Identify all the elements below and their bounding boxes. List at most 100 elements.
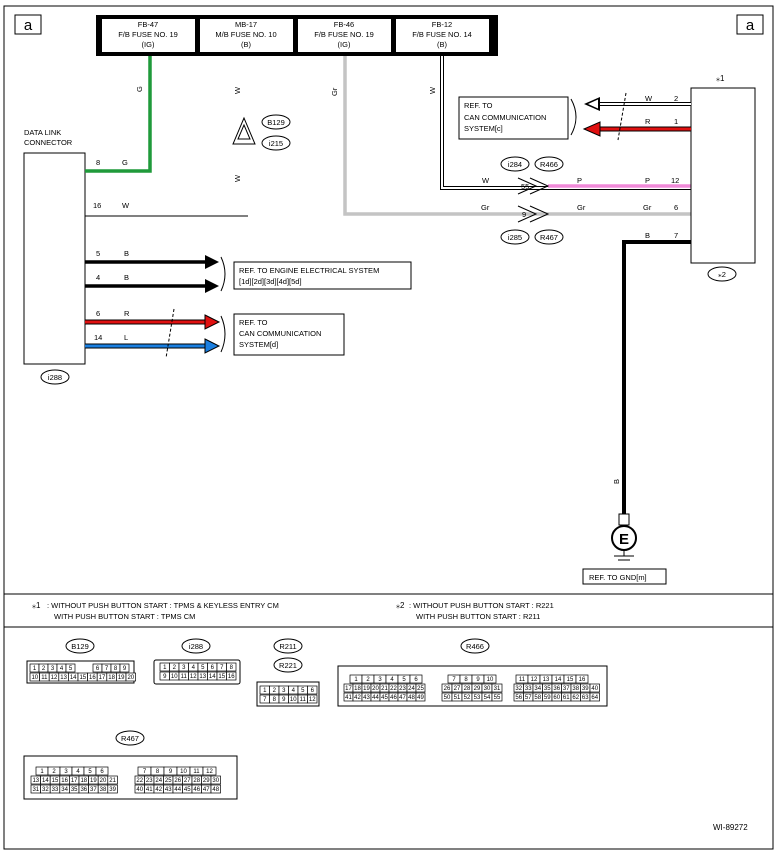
splice-triangle-icon bbox=[232, 116, 256, 145]
r467-pin-label: 15 bbox=[52, 778, 59, 784]
fuse-fb47: FB-47 F/B FUSE NO. 19 (IG) bbox=[118, 20, 178, 49]
r466-pin-label: 38 bbox=[572, 686, 579, 692]
r466-pin-label: 11 bbox=[519, 677, 526, 683]
r467-pin-label: 33 bbox=[52, 787, 59, 793]
b129-pin-label: 6 bbox=[96, 666, 100, 672]
i288-pin-label: 10 bbox=[171, 674, 178, 680]
r467-pin-label: 13 bbox=[32, 778, 39, 784]
r467-pin-label: 31 bbox=[32, 787, 39, 793]
r466-pin-label: 62 bbox=[572, 695, 579, 701]
r466-pin-label: 43 bbox=[363, 695, 370, 701]
r466-pin-label: 16 bbox=[579, 677, 586, 683]
wire-pin8-green: 8 G G bbox=[85, 56, 152, 173]
wire-pin14-blue: 14 L bbox=[85, 333, 221, 354]
connector-tag-i288: i288 bbox=[40, 369, 70, 385]
svg-text:P: P bbox=[645, 176, 650, 185]
r466-pin-label: 26 bbox=[444, 686, 451, 692]
svg-text:6: 6 bbox=[96, 309, 100, 318]
i288-pin-label: 2 bbox=[173, 665, 177, 671]
r466-pin-label: 2 bbox=[366, 677, 370, 683]
r211-pin-label: 3 bbox=[282, 688, 286, 694]
b129-pin-label: 18 bbox=[108, 675, 115, 681]
r467-pin-label: 27 bbox=[184, 778, 191, 784]
svg-text:MB-17: MB-17 bbox=[235, 20, 257, 29]
svg-text:R: R bbox=[124, 309, 130, 318]
b129-pin-label: 3 bbox=[51, 666, 55, 672]
ref-gnd: REF. TO GND[m] bbox=[582, 568, 667, 585]
r466-pin-label: 44 bbox=[372, 695, 379, 701]
r466-pin-label: 4 bbox=[390, 677, 394, 683]
r466-pin-label: 13 bbox=[543, 677, 550, 683]
svg-text:⁎1: ⁎1 bbox=[32, 601, 41, 610]
r467-pin-label: 22 bbox=[136, 778, 143, 784]
r466-pin-label: 53 bbox=[474, 695, 481, 701]
r466-pin-label: 61 bbox=[563, 695, 570, 701]
svg-text:R: R bbox=[645, 117, 651, 126]
r466-pin-label: 40 bbox=[591, 686, 598, 692]
r466-pin-label: 30 bbox=[484, 686, 491, 692]
svg-text:SYSTEM[c]: SYSTEM[c] bbox=[464, 124, 503, 133]
data-link-connector: DATA LINK CONNECTOR bbox=[23, 128, 86, 365]
svg-text:REF. TO GND[m]: REF. TO GND[m] bbox=[589, 573, 647, 582]
r466-pin-label: 33 bbox=[525, 686, 532, 692]
svg-text:8: 8 bbox=[96, 158, 100, 167]
svg-text:F/B FUSE NO. 14: F/B FUSE NO. 14 bbox=[412, 30, 472, 39]
r466-pin-label: 10 bbox=[487, 677, 494, 683]
connector-tag-i215: i215 bbox=[261, 135, 291, 151]
svg-text:16: 16 bbox=[93, 201, 101, 210]
r467-pin-label: 14 bbox=[42, 778, 49, 784]
i288-pin-label: 15 bbox=[218, 674, 225, 680]
r467-pin-label: 24 bbox=[155, 778, 162, 784]
i288-pin-label: 16 bbox=[228, 674, 235, 680]
r467-cell bbox=[107, 784, 118, 794]
svg-text:a: a bbox=[746, 17, 755, 34]
b129-pin-label: 11 bbox=[41, 675, 48, 681]
note-star1: ⁎1 : WITHOUT PUSH BUTTON START : TPMS & … bbox=[32, 601, 279, 621]
svg-text:WITH PUSH BUTTON START : R211: WITH PUSH BUTTON START : R211 bbox=[416, 612, 540, 621]
r467-pin-label: 19 bbox=[90, 778, 97, 784]
fuse-fb12: FB-12 F/B FUSE NO. 14 (B) bbox=[412, 20, 472, 49]
r467-pin-label: 40 bbox=[136, 787, 143, 793]
i288-pin-label: 8 bbox=[230, 665, 234, 671]
svg-text:4: 4 bbox=[96, 273, 100, 282]
r211-cell bbox=[307, 685, 318, 695]
r466-pin-label: 57 bbox=[525, 695, 532, 701]
r467-pin-label: 38 bbox=[100, 787, 107, 793]
r466-pin-label: 52 bbox=[464, 695, 471, 701]
svg-text:a: a bbox=[24, 17, 33, 34]
r467-pin-label: 12 bbox=[206, 769, 213, 775]
wire-label-gr9b: Gr bbox=[577, 203, 586, 212]
svg-text:REF. TO: REF. TO bbox=[464, 101, 493, 110]
i288-pin-label: 7 bbox=[220, 665, 224, 671]
r467-pin-label: 25 bbox=[165, 778, 172, 784]
b129-pin-label: 13 bbox=[60, 675, 67, 681]
wire-label-w55: W bbox=[482, 176, 490, 185]
fuse-fb46: FB-46 F/B FUSE NO. 19 (IG) bbox=[314, 20, 374, 49]
r466-pin-label: 14 bbox=[555, 677, 562, 683]
r466-pin-label: 50 bbox=[444, 695, 451, 701]
module-pin-labels: W 2 R 1 P 12 Gr 6 B 7 bbox=[643, 94, 679, 240]
svg-text:B129: B129 bbox=[71, 642, 89, 651]
svg-text:i284: i284 bbox=[508, 160, 522, 169]
r466-pin-label: 22 bbox=[390, 686, 397, 692]
b129-pin-label: 20 bbox=[127, 675, 134, 681]
r466-pin-label: 19 bbox=[363, 686, 370, 692]
i288-pin-label: 11 bbox=[181, 674, 188, 680]
wire-pin5-black: 5 B bbox=[85, 249, 219, 269]
i288-pin-label: 1 bbox=[163, 665, 167, 671]
r466-cell bbox=[491, 692, 503, 702]
r466-pin-label: 31 bbox=[494, 686, 501, 692]
r467-pin-label: 26 bbox=[174, 778, 181, 784]
r467-pin-label: 5 bbox=[88, 769, 92, 775]
r211-pin-label: 12 bbox=[309, 697, 316, 703]
r467-pin-label: 21 bbox=[109, 778, 116, 784]
r467-pin-label: 45 bbox=[184, 787, 191, 793]
r467-pin-label: 11 bbox=[193, 769, 200, 775]
r466-pin-label: 35 bbox=[544, 686, 551, 692]
r467-pin-label: 23 bbox=[146, 778, 153, 784]
r466-pin-label: 23 bbox=[399, 686, 406, 692]
svg-text:WITH PUSH BUTTON START : TPMS: WITH PUSH BUTTON START : TPMS CM bbox=[54, 612, 195, 621]
